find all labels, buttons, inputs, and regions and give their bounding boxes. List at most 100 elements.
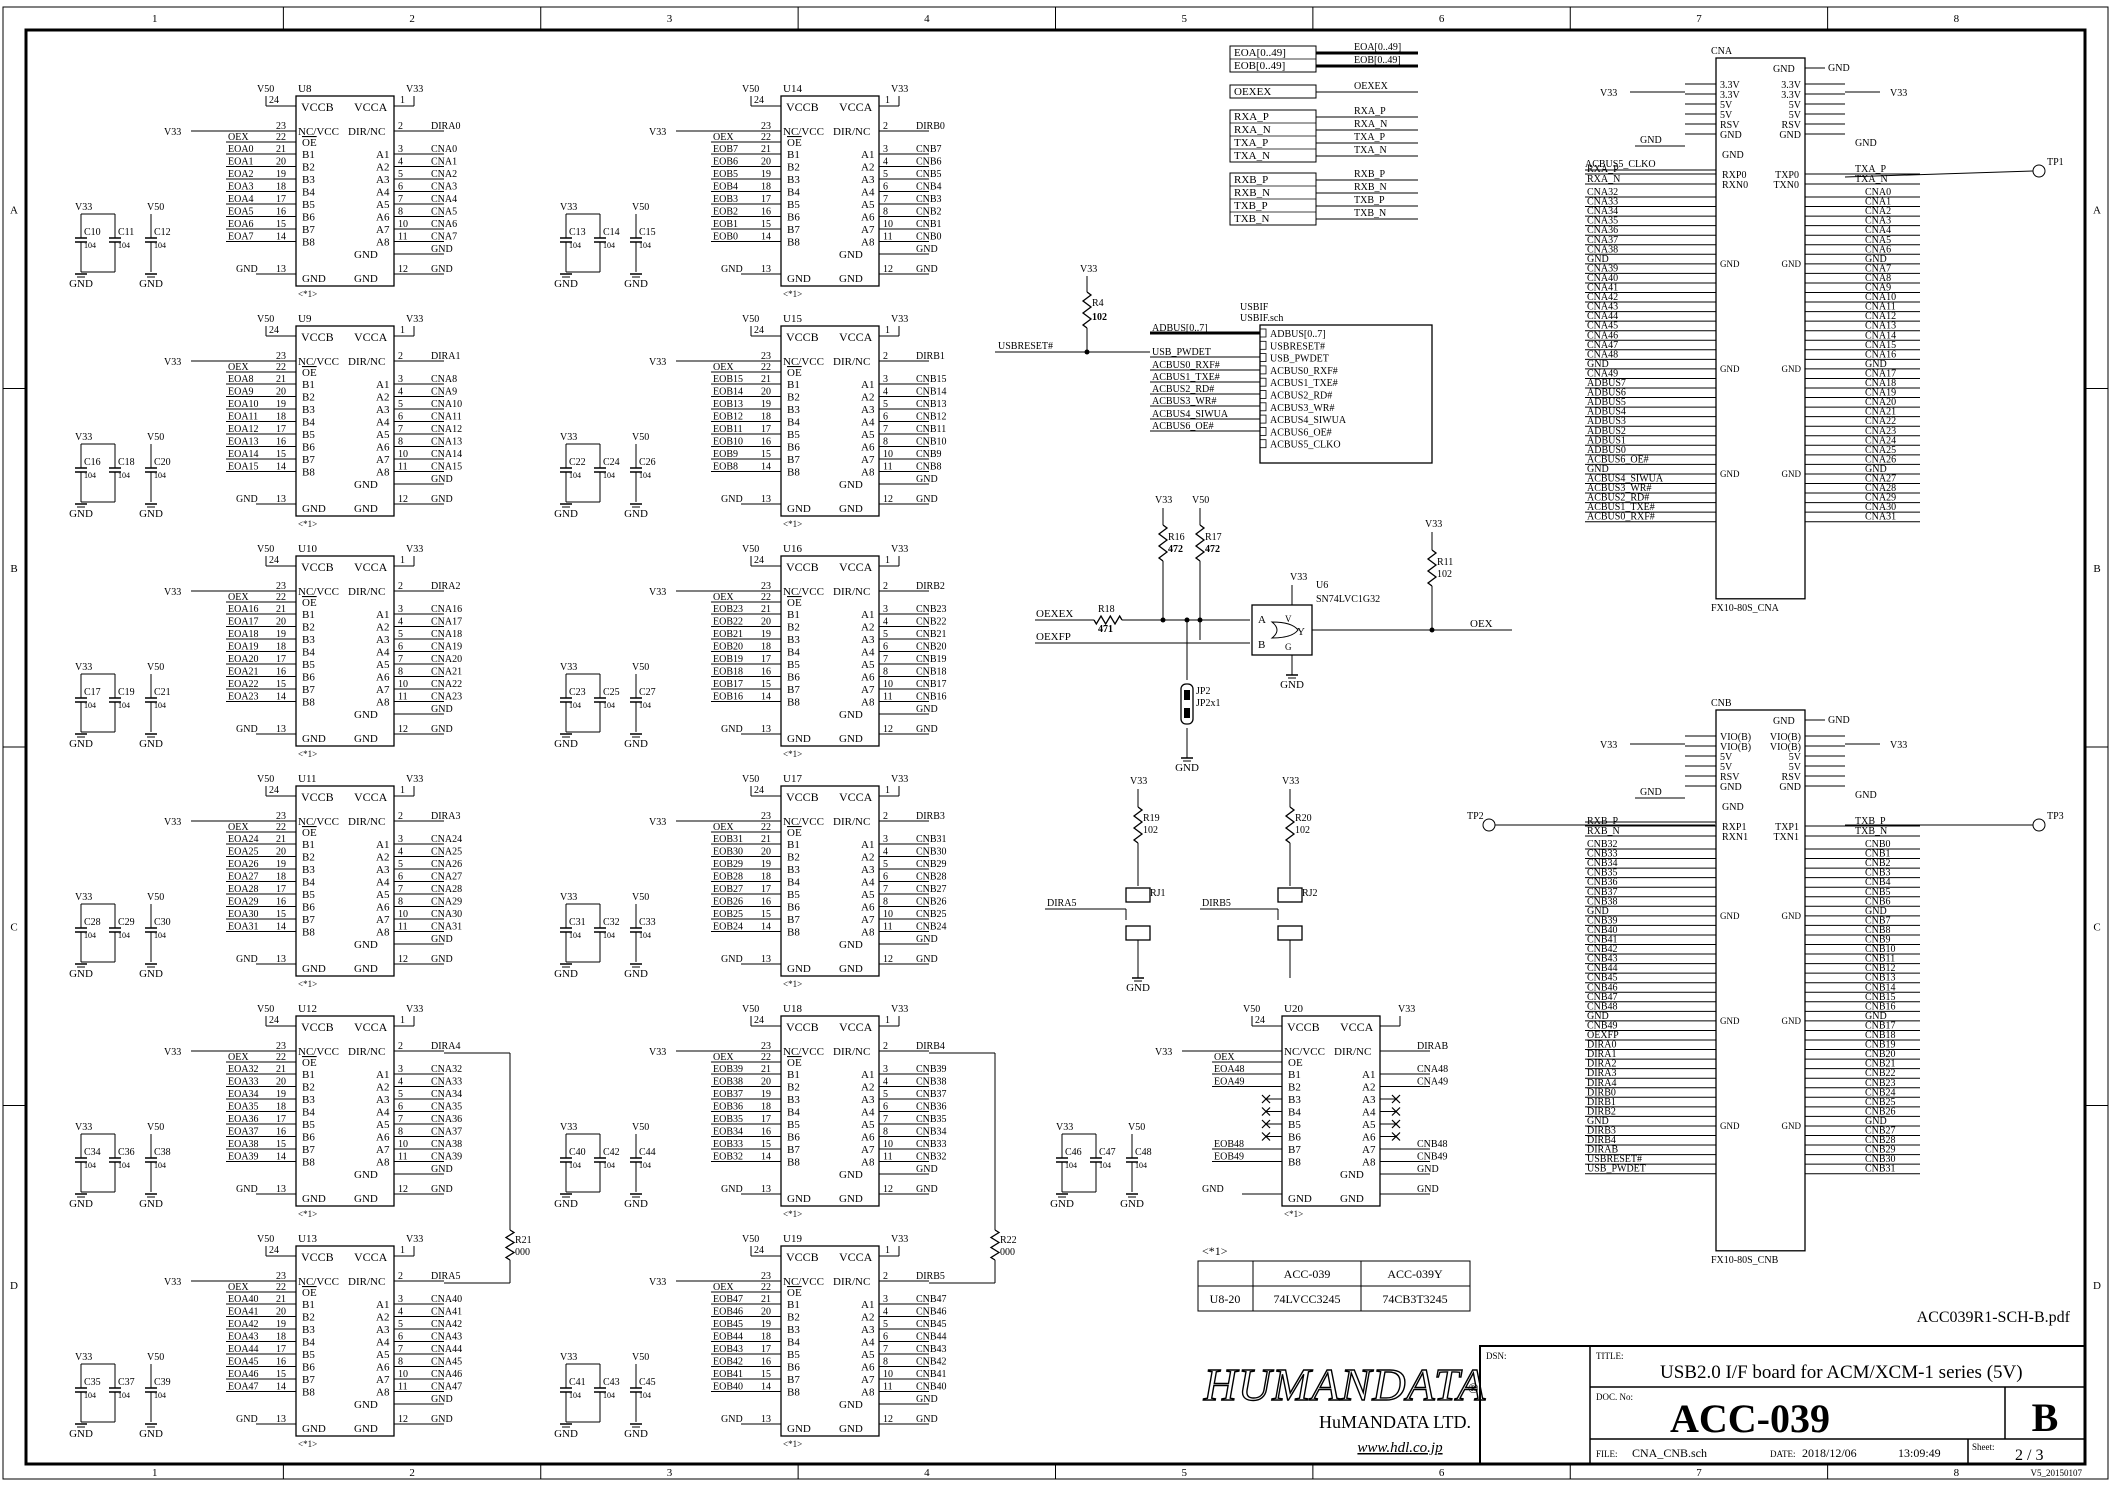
right-net: CNA4 [1865,225,1891,236]
pin-nc: NC/VCC [783,1276,824,1288]
grid-column-top: 2 [409,13,415,25]
pin-name: GND [1722,150,1744,161]
cn-net: CNB9 [916,449,942,460]
eo-net: EOA9 [228,387,254,398]
v50-label: V50 [742,1004,759,1015]
pin-name: 5V [1720,762,1733,773]
gnd-symbol: GND [1126,977,1150,994]
pin-a: A7 [376,454,390,466]
eo-net: EOB47 [713,1294,743,1305]
ic-note: <*1> [783,1439,802,1449]
pin-num: 5 [398,629,403,640]
cn-net: CNA47 [431,1382,462,1393]
pin-dirnc: DIR/NC [833,1046,870,1058]
cap-ref: C15 [639,227,656,238]
gnd-symbol: GND [624,273,648,290]
pin-num: 10 [398,1139,408,1150]
left-net: CNA41 [1587,283,1618,294]
sheet-port-label: ACBUS5_CLKO [1270,440,1341,451]
pin-b: B1 [787,149,800,161]
left-net: ADBUS1 [1587,435,1626,446]
template-version: V5_20150107 [2031,1468,2083,1478]
grid-column-bottom: 2 [409,1467,415,1479]
bus-net: TXB_P [1354,195,1385,206]
pin-a: A3 [861,1094,875,1106]
pin-num: 14 [761,692,771,703]
pin-num: 10 [398,1369,408,1380]
eo-net: EOB2 [713,207,738,218]
pin-vcca: VCCA [354,560,388,574]
pin-gnd: GND [354,249,378,261]
pin-b: B3 [302,634,315,646]
gnd-net: GND [431,1184,453,1195]
eo-net: EOA22 [228,679,259,690]
pin-num: 20 [276,1307,286,1318]
v33-label: V33 [891,774,908,785]
cap-ref: C21 [154,687,171,698]
pin-b: B3 [302,404,315,416]
pin-gnd: GND [1288,1193,1312,1205]
pin-dirnc: DIR/NC [833,586,870,598]
pin-num: 2 [883,121,888,132]
pin-b: B2 [302,392,315,404]
pin-num: 4 [398,1307,403,1318]
pin-name: GND [1720,782,1742,793]
left-net: DIRB0 [1587,1087,1616,1098]
gnd-symbol: GND [624,1193,648,1210]
cap-value: 104 [603,471,615,480]
cn-net: CNA6 [431,219,457,230]
pin-gnd: GND [354,1169,378,1181]
right-net: CNB2 [1865,858,1891,869]
pin-num: 19 [276,399,286,410]
cap-value: 104 [603,241,615,250]
bus-label: TXB_P [1234,200,1268,212]
cn-net: CNB33 [916,1139,947,1150]
pin-a: A6 [861,672,875,684]
cap-ref: C25 [603,687,620,698]
pin-num: 17 [761,654,771,665]
gnd-net: GND [1417,1164,1439,1175]
pin-num: 6 [398,182,403,193]
pin-gnd: GND [787,1193,811,1205]
rj-net: DIRB5 [1202,898,1231,909]
pin-num: 21 [276,1064,286,1075]
pin-num: 18 [276,1332,286,1343]
cn-net: CNB49 [1417,1152,1448,1163]
jumper-body [1180,683,1194,725]
pin-vccb: VCCB [786,1020,819,1034]
pin-a: A6 [861,1362,875,1374]
pin-oe: OE [302,1287,317,1299]
pin-b: B4 [787,417,800,429]
pin-b: B7 [302,1374,315,1386]
pin-gnd: GND [354,963,378,975]
left-net: CNB36 [1587,877,1618,888]
eo-net: EOB29 [713,859,743,870]
pin-num: 1 [885,555,890,566]
pin-num: 13 [761,494,771,505]
left-net: CNA47 [1587,340,1618,351]
eo-net: EOB25 [713,909,743,920]
eo-net: EOB12 [713,412,743,423]
cap-value: 104 [154,1161,166,1170]
rj-body-top [1277,887,1303,903]
v33-label: V33 [164,357,181,368]
pin-num: 2 [398,1271,403,1282]
pin-vcca: VCCA [354,1020,388,1034]
pin-b: B6 [302,672,315,684]
pin-num: 4 [883,847,888,858]
pin-dirnc: DIR/NC [348,586,385,598]
v50-label: V50 [1243,1004,1260,1015]
gnd-net: GND [236,724,258,735]
cap-ref: C24 [603,457,620,468]
pin-name: 5V [1789,762,1802,773]
pin-name: GND [1720,469,1740,479]
pin-num: 18 [276,642,286,653]
pin-num: 3 [398,1294,403,1305]
pin-b: B4 [787,1337,800,1349]
bus-label: RXA_N [1234,124,1271,136]
pin-a: A4 [376,877,390,889]
pin-num: 22 [761,822,771,833]
ic-note: <*1> [783,749,802,759]
connector-body [1715,709,1806,1252]
